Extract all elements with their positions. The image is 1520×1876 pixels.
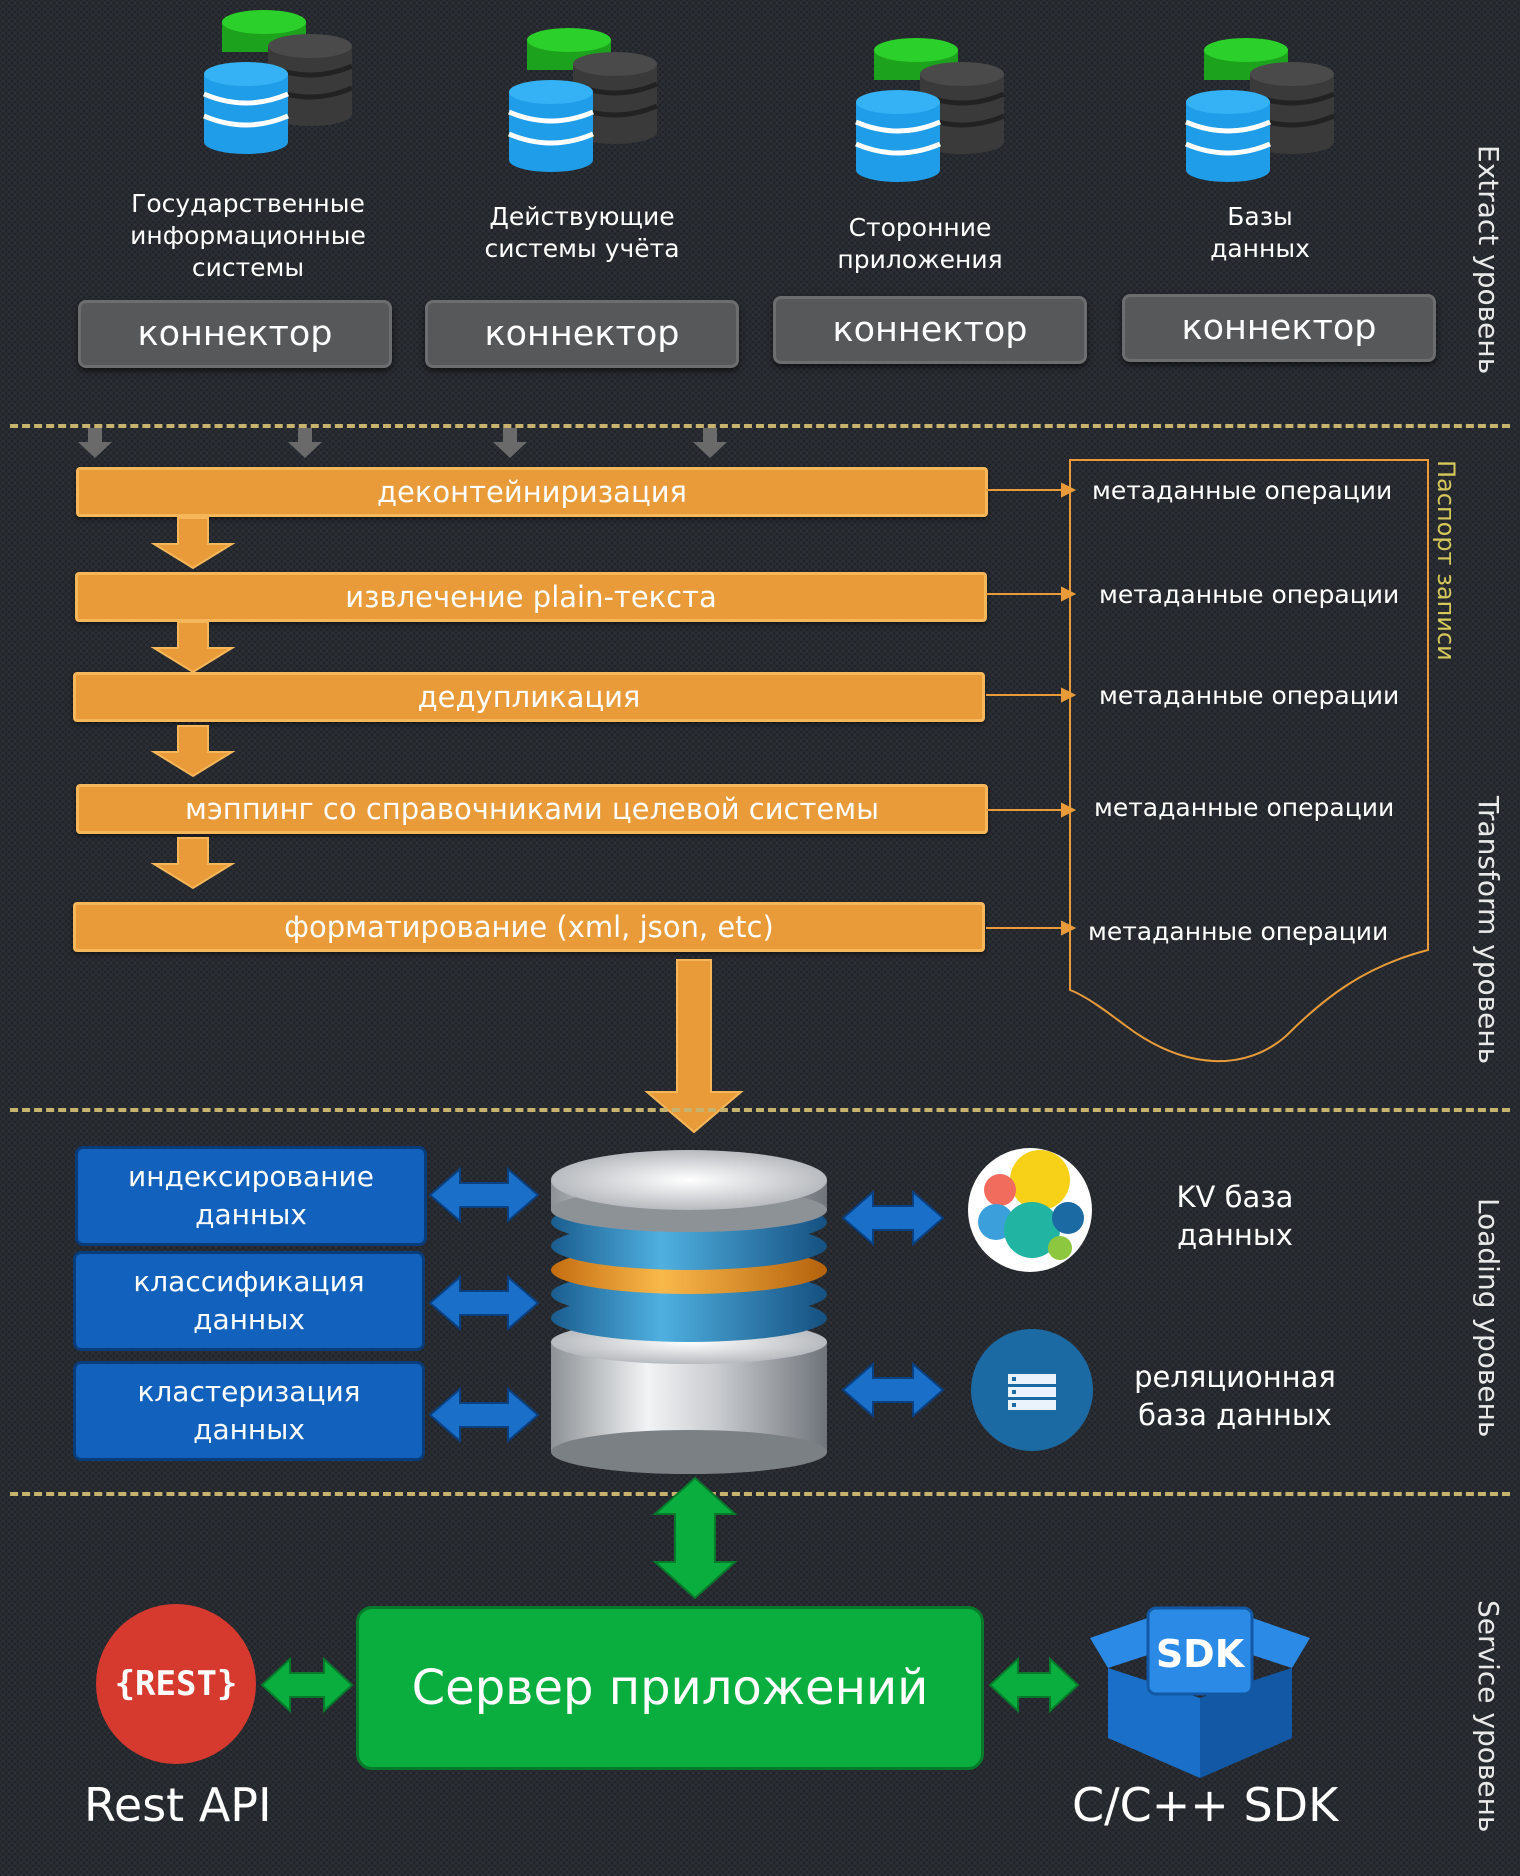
- down-arrow-icon: [288, 428, 322, 458]
- metadata-label: метаданные операции: [1099, 580, 1400, 609]
- relational-database-label: реляционная база данных: [1110, 1358, 1360, 1434]
- down-arrow-icon: [150, 517, 236, 570]
- layer-divider: [10, 1108, 1510, 1112]
- connector-down-arrows: [78, 428, 727, 458]
- sdk-box-icon: [1090, 1606, 1310, 1778]
- metadata-label: метаданные операции: [1099, 681, 1400, 710]
- connector-third-party[interactable]: коннектор: [773, 296, 1087, 364]
- rest-api-label: Rest API: [84, 1778, 272, 1832]
- indexing-box: индексирование данных: [75, 1146, 427, 1246]
- source-label-accounting: Действующие системы учёта: [432, 201, 732, 265]
- source-label-line: системы: [191, 253, 305, 282]
- down-arrow-icon: [150, 725, 236, 778]
- clustering-box: кластеризация данных: [73, 1361, 425, 1461]
- box-line: классификация: [133, 1265, 365, 1298]
- box-line: данных: [193, 1303, 305, 1336]
- record-passport-document: [1069, 459, 1429, 1062]
- double-arrow-icon: [260, 1656, 354, 1714]
- double-arrow-icon: [841, 1361, 945, 1419]
- transform-step-plain-text: извлечение plain-текста: [75, 572, 987, 622]
- transform-step-mapping: мэппинг со справочниками целевой системы: [76, 784, 988, 834]
- metadata-label: метаданные операции: [1092, 476, 1393, 505]
- source-label-databases: Базы данных: [1110, 201, 1410, 265]
- source-label-line: Сторонние: [848, 213, 992, 242]
- box-line: данных: [193, 1413, 305, 1446]
- double-arrow-icon: [988, 1656, 1080, 1714]
- source-label-line: приложения: [837, 245, 1003, 274]
- source-label-gov: Государственные информационные системы: [98, 188, 398, 284]
- kv-database-logo-icon: [968, 1148, 1092, 1272]
- double-arrow-icon: [428, 1386, 540, 1444]
- source-label-third-party: Сторонние приложения: [770, 212, 1070, 276]
- source-label-line: системы учёта: [484, 234, 680, 263]
- record-passport-label: Паспорт записи: [1432, 460, 1460, 661]
- metadata-arrows: [986, 482, 1077, 936]
- layer-label-transform: Transform уровень: [1472, 796, 1505, 1065]
- connector-accounting[interactable]: коннектор: [425, 300, 739, 368]
- rest-api-logo-icon: {REST}: [96, 1604, 256, 1764]
- db-label-line: база данных: [1138, 1398, 1332, 1432]
- source-label-line: Действующие: [489, 202, 675, 231]
- metadata-label: метаданные операции: [1094, 793, 1395, 822]
- app-server-label: Сервер приложений: [411, 1660, 929, 1716]
- db-label-line: данных: [1177, 1218, 1293, 1252]
- down-arrow-icon: [493, 428, 527, 458]
- central-database-icon: [551, 1150, 827, 1474]
- source-label-line: информационные: [130, 221, 366, 250]
- source-label-line: Базы: [1227, 202, 1293, 231]
- classification-box: классификация данных: [73, 1251, 425, 1351]
- source-label-line: Государственные: [131, 189, 365, 218]
- down-arrow-icon: [150, 837, 236, 890]
- down-arrow-icon: [78, 428, 112, 458]
- db-label-line: реляционная: [1134, 1360, 1336, 1394]
- transform-step-deduplication: дедупликация: [73, 672, 985, 722]
- down-arrow-icon: [644, 959, 744, 1134]
- layer-label-extract: Extract уровень: [1472, 145, 1505, 375]
- relational-database-icon: [971, 1329, 1093, 1451]
- service-double-arrows: [260, 1656, 1080, 1714]
- layer-label-service: Service уровень: [1472, 1600, 1505, 1833]
- transform-flow-arrows: [150, 517, 744, 1134]
- box-line: индексирование: [128, 1160, 374, 1193]
- double-arrow-icon: [841, 1189, 945, 1247]
- sdk-label: C/C++ SDK: [1072, 1778, 1339, 1832]
- loading-double-arrows: [428, 1166, 945, 1444]
- db-label-line: KV база: [1176, 1180, 1294, 1214]
- box-line: кластеризация: [137, 1375, 361, 1408]
- double-arrow-icon: [428, 1274, 540, 1332]
- box-line: данных: [195, 1198, 307, 1231]
- db-server-double-arrow-icon: [652, 1476, 738, 1600]
- layer-label-loading: Loading уровень: [1472, 1198, 1505, 1438]
- rest-logo-text: {REST}: [114, 1664, 238, 1704]
- layer-divider: [10, 1492, 1510, 1496]
- connector-gov[interactable]: коннектор: [78, 300, 392, 368]
- transform-step-formatting: форматирование (xml, json, etc): [73, 902, 985, 952]
- kv-database-label: KV база данных: [1125, 1178, 1345, 1254]
- double-arrow-icon: [428, 1166, 540, 1224]
- transform-step-decontainerization: деконтейниризация: [76, 467, 988, 517]
- metadata-label: метаданные операции: [1088, 917, 1389, 946]
- app-server-box: Сервер приложений: [356, 1606, 984, 1770]
- down-arrow-icon: [150, 621, 236, 674]
- down-arrow-icon: [693, 428, 727, 458]
- sdk-logo-text: SDK: [1155, 1632, 1245, 1676]
- layer-divider: [10, 424, 1510, 428]
- connector-databases[interactable]: коннектор: [1122, 294, 1436, 362]
- source-label-line: данных: [1210, 234, 1310, 263]
